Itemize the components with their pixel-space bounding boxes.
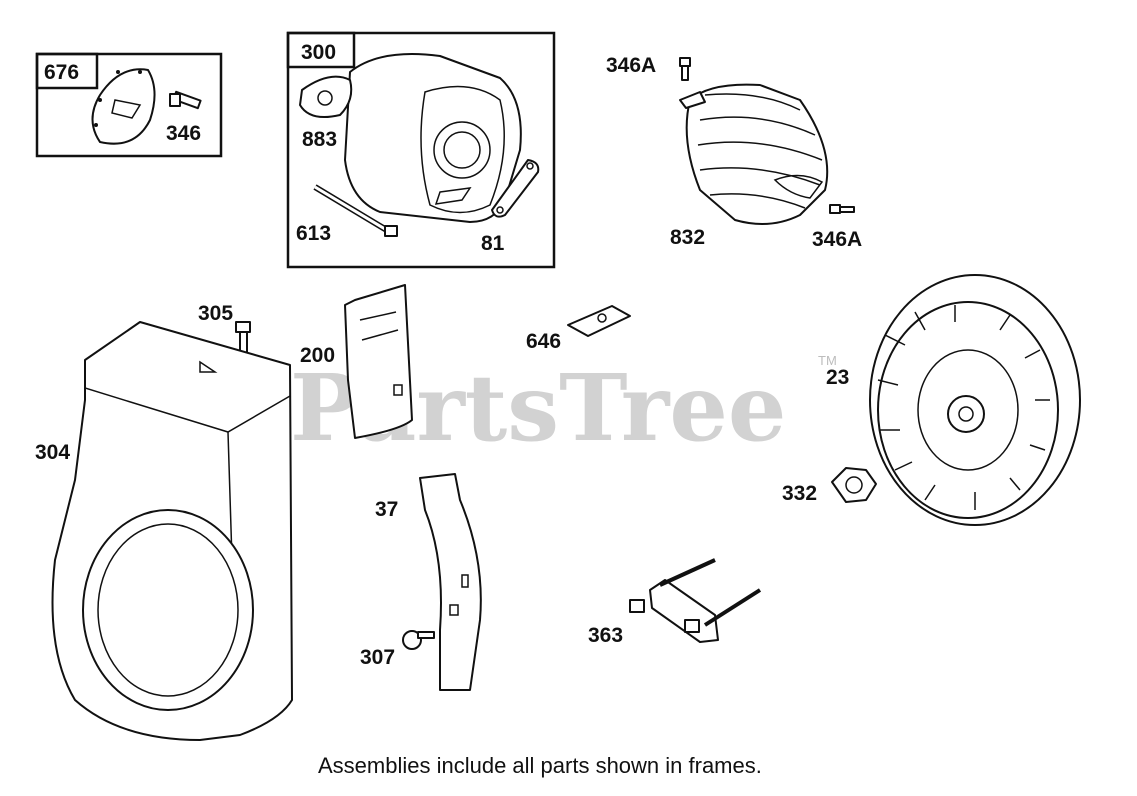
part-300-muffler bbox=[344, 53, 522, 223]
part-832-guard bbox=[679, 83, 829, 225]
frame-300[interactable]: 300 883 613 81 bbox=[286, 31, 556, 269]
label-81: 81 bbox=[481, 232, 505, 255]
part-200-baffle bbox=[344, 284, 413, 439]
label-346: 346 bbox=[166, 122, 201, 145]
part-332-nut bbox=[831, 467, 877, 503]
watermark-trademark: TM bbox=[818, 353, 837, 368]
label-307: 307 bbox=[360, 646, 395, 669]
part-363-bracket bbox=[629, 558, 762, 643]
label-346A-bottom: 346A bbox=[812, 228, 862, 251]
label-37: 37 bbox=[375, 498, 398, 521]
part-346A-screw-bottom bbox=[829, 204, 855, 214]
part-676-guard bbox=[91, 68, 156, 145]
label-332: 332 bbox=[782, 482, 817, 505]
part-883-gasket bbox=[299, 75, 353, 118]
part-346-screw bbox=[169, 90, 202, 110]
label-646: 646 bbox=[526, 330, 561, 353]
part-305-bolt bbox=[235, 321, 251, 357]
part-37-air-guide bbox=[419, 473, 482, 691]
label-676: 676 bbox=[44, 61, 79, 84]
label-363: 363 bbox=[588, 624, 623, 647]
part-304-blower-housing bbox=[51, 321, 293, 741]
label-346A-top: 346A bbox=[606, 54, 656, 77]
part-346A-screw-top bbox=[679, 57, 691, 81]
label-200: 200 bbox=[300, 344, 335, 367]
label-613: 613 bbox=[296, 222, 331, 245]
frame-676[interactable]: 676 346 bbox=[35, 52, 223, 158]
label-305: 305 bbox=[198, 302, 233, 325]
part-646-plate bbox=[567, 305, 631, 337]
label-23: 23 bbox=[826, 366, 849, 389]
part-23-flywheel bbox=[869, 274, 1081, 526]
label-304: 304 bbox=[35, 441, 70, 464]
part-81-lock bbox=[491, 159, 540, 218]
part-613-stud bbox=[313, 184, 398, 237]
label-832: 832 bbox=[670, 226, 705, 249]
caption: Assemblies include all parts shown in fr… bbox=[318, 753, 762, 778]
part-307-screw bbox=[402, 630, 435, 650]
label-300: 300 bbox=[301, 41, 336, 64]
label-883: 883 bbox=[302, 128, 337, 151]
